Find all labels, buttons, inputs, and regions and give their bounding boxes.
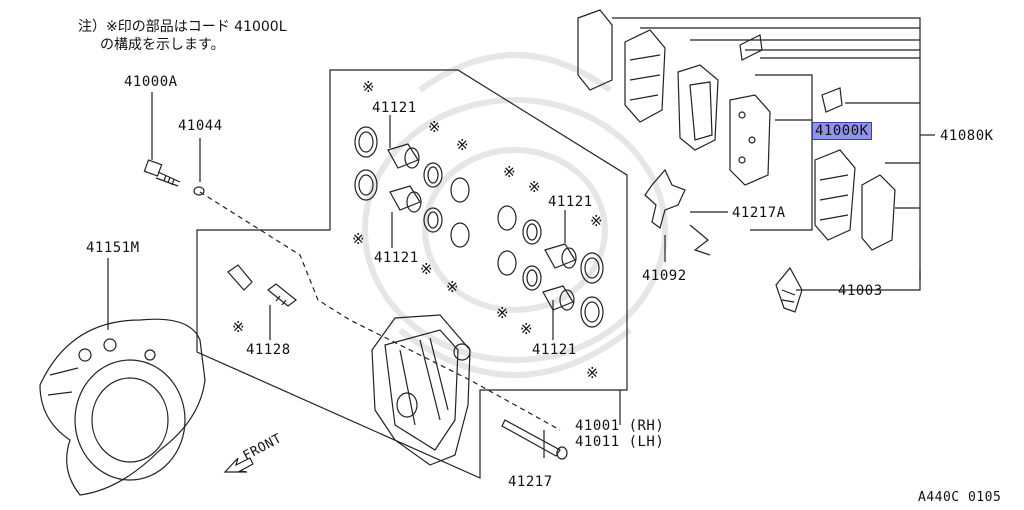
part-label-41151M[interactable]: 41151M bbox=[86, 240, 140, 256]
part-label-41128[interactable]: 41128 bbox=[246, 342, 291, 358]
pad-retainer bbox=[644, 168, 711, 256]
kit-group-outline bbox=[196, 69, 628, 479]
kit-marker: ※ bbox=[496, 304, 509, 322]
bolt-41000A bbox=[143, 159, 181, 187]
part-label-41217[interactable]: 41217 bbox=[508, 474, 553, 490]
part-label-41217A[interactable]: 41217A bbox=[732, 205, 786, 221]
washer-41044 bbox=[193, 186, 205, 196]
kit-marker: ※ bbox=[420, 260, 433, 278]
part-label-41000A[interactable]: 41000A bbox=[124, 74, 178, 90]
part-label-41003[interactable]: 41003 bbox=[838, 283, 883, 299]
part-label-41121-b[interactable]: 41121 bbox=[374, 250, 419, 266]
part-label-41001[interactable]: 41001 (RH) bbox=[575, 418, 665, 434]
seal-kit-right bbox=[497, 205, 604, 328]
kit-marker: ※ bbox=[362, 78, 375, 96]
part-label-41080K[interactable]: 41080K bbox=[940, 128, 994, 144]
kit-note-line1: 注）※印の部品はコード 41000L bbox=[78, 19, 287, 35]
kit-marker: ※ bbox=[428, 118, 441, 136]
kit-marker: ※ bbox=[232, 318, 245, 336]
part-label-41092[interactable]: 41092 bbox=[642, 268, 687, 284]
bleeder-41128 bbox=[227, 264, 297, 307]
wear-sensor-41003 bbox=[775, 266, 803, 313]
kit-marker: ※ bbox=[590, 212, 603, 230]
kit-marker: ※ bbox=[503, 163, 516, 181]
part-label-41000K[interactable]: 41000K bbox=[812, 122, 872, 140]
kit-marker: ※ bbox=[528, 178, 541, 196]
guide-dashed-line bbox=[199, 191, 561, 431]
kit-note: 注）※印の部品はコード 41000L の構成を示します。 bbox=[78, 18, 287, 54]
kit-marker: ※ bbox=[520, 320, 533, 338]
leader-lines bbox=[107, 17, 935, 458]
part-label-41011[interactable]: 41011 (LH) bbox=[575, 434, 665, 450]
front-arrow-icon bbox=[223, 457, 254, 473]
kit-marker: ※ bbox=[586, 364, 599, 382]
caliper-41001 bbox=[371, 314, 471, 466]
part-label-41121-d[interactable]: 41121 bbox=[532, 342, 577, 358]
watermark-emblem bbox=[362, 52, 668, 378]
part-label-41121-a[interactable]: 41121 bbox=[372, 100, 417, 116]
kit-note-line2: の構成を示します。 bbox=[100, 37, 225, 53]
brake-pads bbox=[577, 9, 896, 251]
kit-marker: ※ bbox=[446, 278, 459, 296]
seal-kit-left bbox=[354, 126, 470, 248]
pin-41217 bbox=[501, 419, 568, 460]
part-label-41044[interactable]: 41044 bbox=[178, 118, 223, 134]
kit-marker: ※ bbox=[456, 136, 469, 154]
dust-shield-41151M bbox=[39, 318, 206, 496]
figure-code: A440C 0105 bbox=[918, 490, 1002, 505]
kit-marker: ※ bbox=[352, 230, 365, 248]
part-label-41121-c[interactable]: 41121 bbox=[548, 194, 593, 210]
